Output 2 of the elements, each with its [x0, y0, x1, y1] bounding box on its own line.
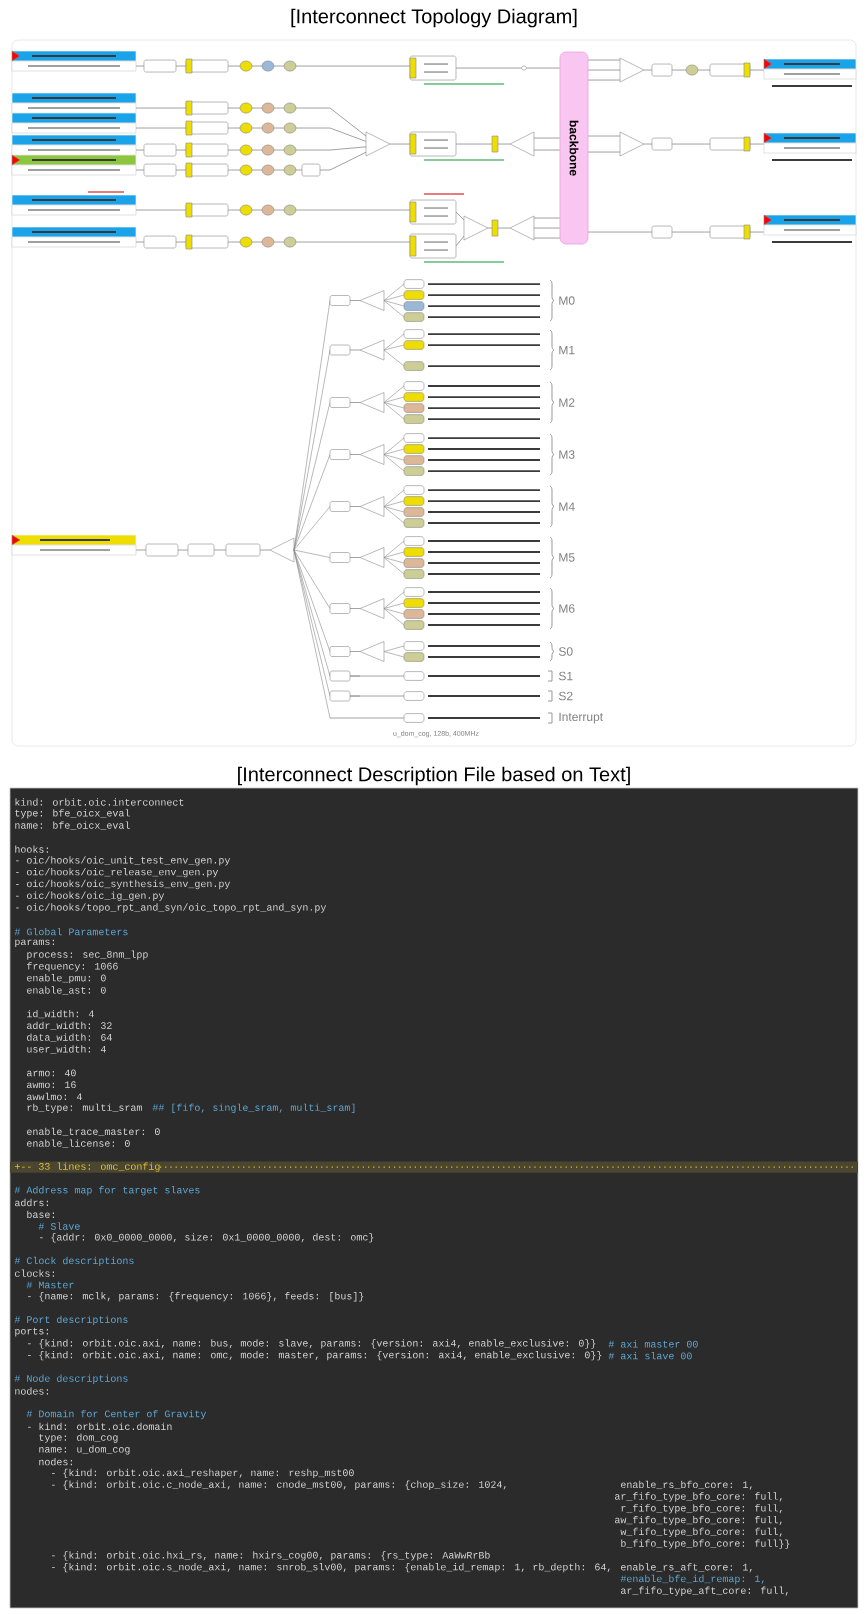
heading: [Interconnect Topology Diagram]	[291, 8, 577, 28]
heading: [Interconnect Description File based on Text]	[238, 766, 630, 786]
